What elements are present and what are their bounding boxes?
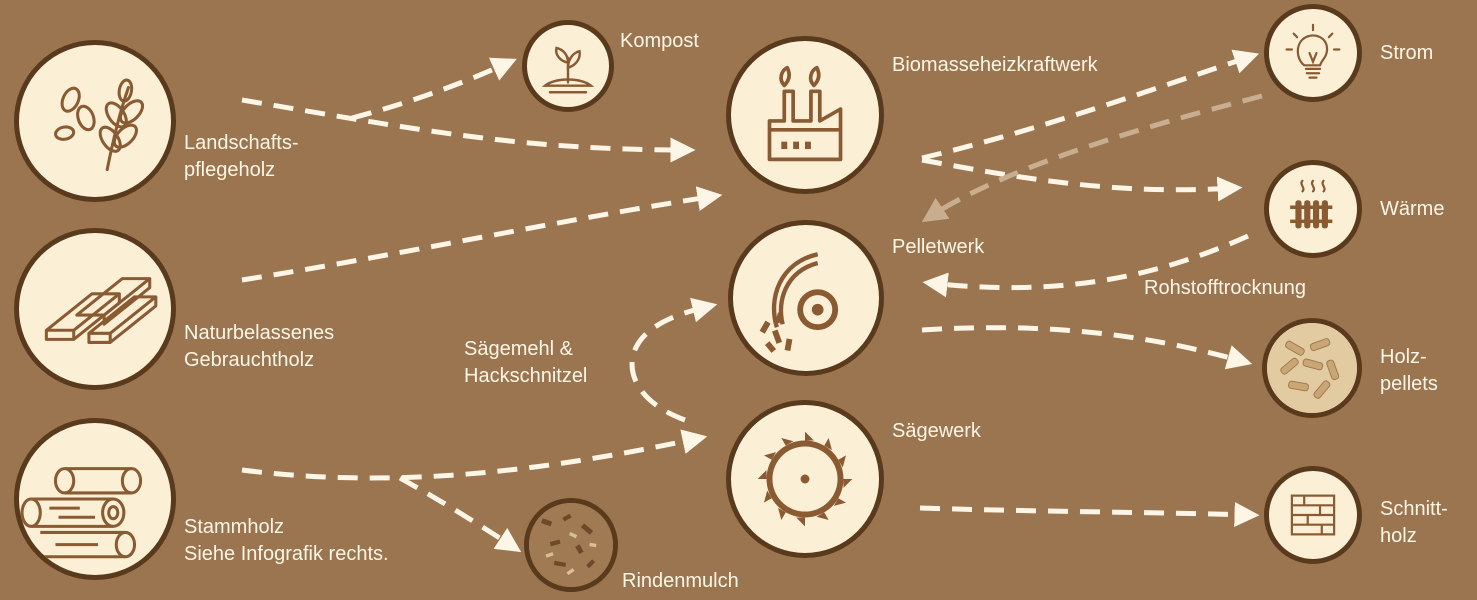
strom-label: Strom xyxy=(1380,40,1433,67)
biomasse-label: Biomasseheizkraftwerk xyxy=(892,52,1098,79)
waerme-label: Wärme xyxy=(1380,196,1444,223)
arrow-biomasse-to-waerme xyxy=(922,160,1235,190)
logs-icon xyxy=(19,423,171,575)
waerme-node xyxy=(1264,160,1362,258)
stammholz-node xyxy=(14,418,176,580)
arrow-landschaft-to-biomasse xyxy=(242,100,688,150)
schnittholz-node xyxy=(1264,466,1362,564)
holzpellets-label: Holz- pellets xyxy=(1380,344,1438,398)
pelletwerk-label: Pelletwerk xyxy=(892,234,984,261)
pellet-mill-icon xyxy=(733,225,879,371)
arrow-saegewerk-to-schnittholz xyxy=(920,508,1252,515)
saegewerk-label: Sägewerk xyxy=(892,418,981,445)
saw-blade-icon xyxy=(731,405,879,553)
holzpellets-node xyxy=(1262,318,1362,418)
radiator-icon xyxy=(1269,165,1357,253)
wood-planks-icon xyxy=(19,233,171,385)
arrow-stammholz-to-saegewerk xyxy=(242,438,700,478)
stammholz-label: Stammholz Siehe Infografik rechts. xyxy=(184,514,389,568)
arrow-saegemehl-to-pelletwerk xyxy=(632,306,710,420)
rindenmulch-node xyxy=(524,498,618,592)
kompost-label: Kompost xyxy=(620,28,699,55)
factory-icon xyxy=(731,41,879,189)
sprout-soil-icon xyxy=(527,25,609,107)
lumber-stack-icon xyxy=(1269,471,1357,559)
arrow-landschaft-to-kompost xyxy=(352,62,510,118)
landschaftspflegeholz-label: Landschafts- pflegeholz xyxy=(184,130,299,184)
saegewerk-node xyxy=(726,400,884,558)
light-bulb-icon xyxy=(1269,9,1357,97)
rohstofftrocknung-label: Rohstofftrocknung xyxy=(1144,275,1306,302)
rindenmulch-label: Rindenmulch xyxy=(622,568,739,595)
arrow-strom-to-pelletwerk xyxy=(928,96,1262,218)
bark-mulch-icon xyxy=(529,503,613,587)
leaves-branch-icon xyxy=(19,45,171,197)
schnittholz-label: Schnitt- holz xyxy=(1380,496,1448,550)
gebrauchtholz-node xyxy=(14,228,176,390)
saegemehl-label: Sägemehl & Hackschnitzel xyxy=(464,336,587,390)
gebrauchtholz-label: Naturbelassenes Gebrauchtholz xyxy=(184,320,334,374)
biomasse-node xyxy=(726,36,884,194)
arrow-gebrauchtholz-to-biomasse xyxy=(242,196,715,280)
kompost-node xyxy=(522,20,614,112)
arrow-stammholz-to-rindenmulch xyxy=(400,478,515,548)
landschaftspflegeholz-node xyxy=(14,40,176,202)
strom-node xyxy=(1264,4,1362,102)
pelletwerk-node xyxy=(728,220,884,376)
arrow-pelletwerk-to-holzpellets xyxy=(922,328,1245,362)
pellets-icon xyxy=(1267,323,1357,413)
